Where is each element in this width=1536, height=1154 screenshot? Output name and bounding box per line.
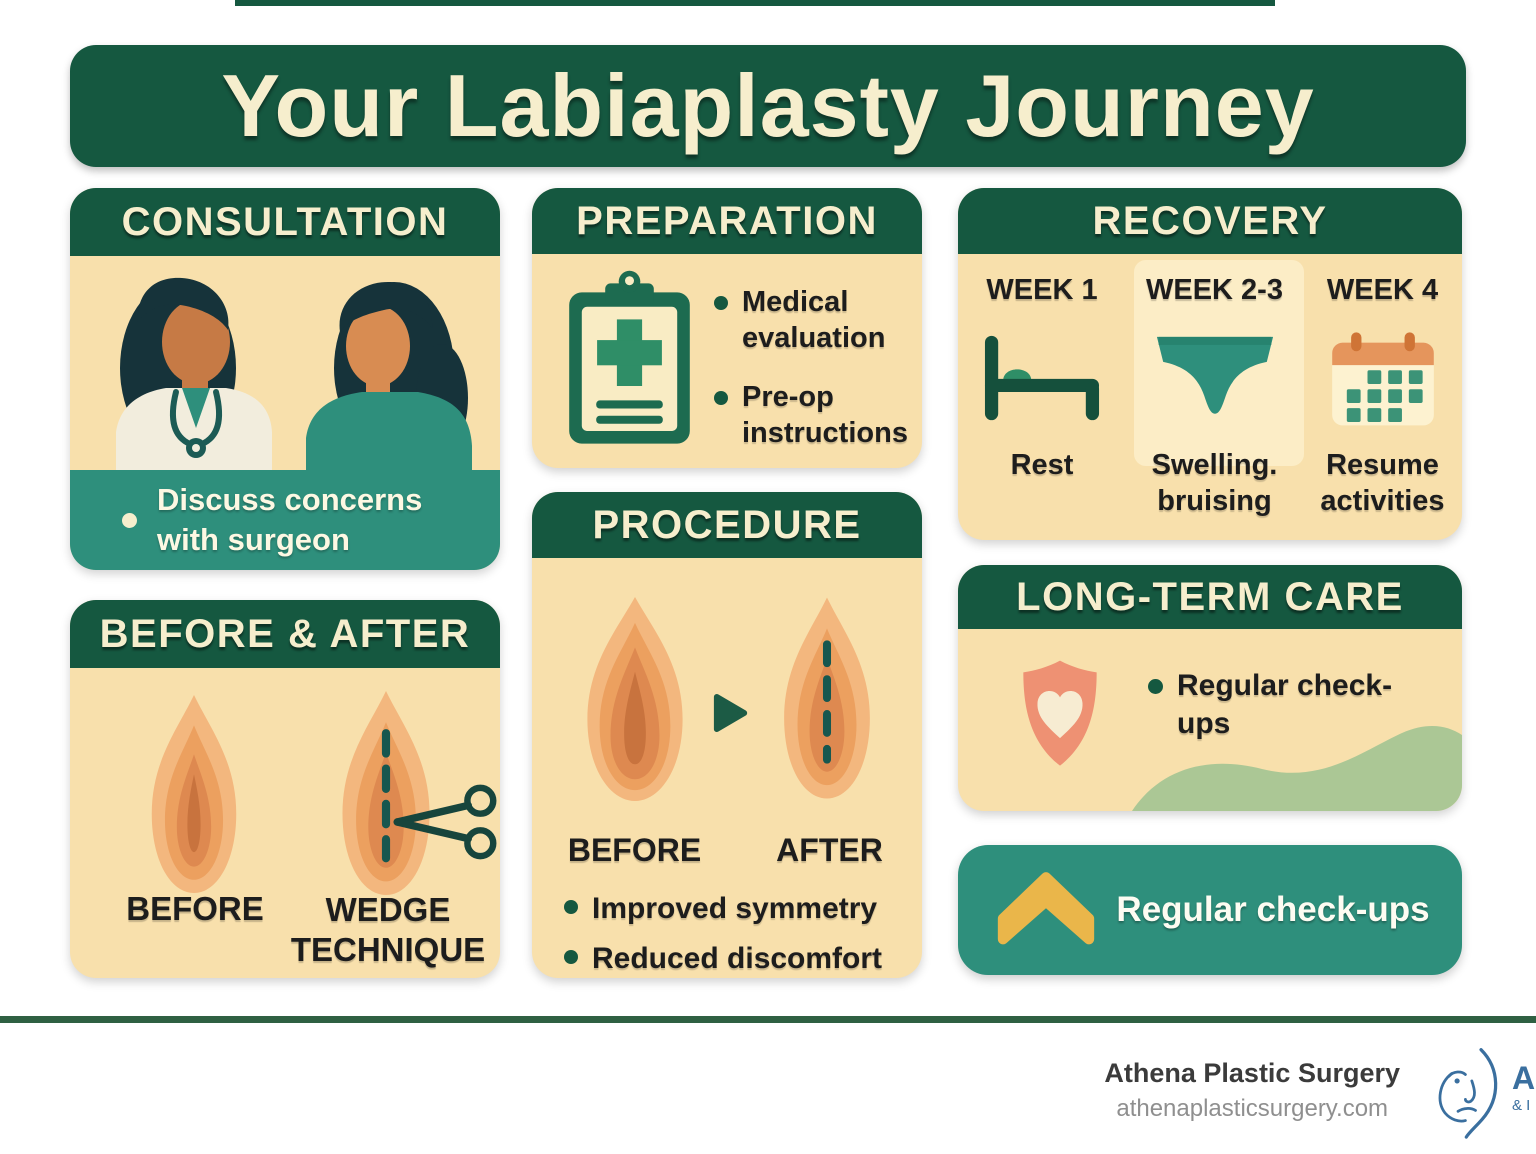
recovery-week4-column: WEEK 4 Resume activities xyxy=(1303,260,1462,540)
logo-letter-a: A xyxy=(1512,1060,1536,1096)
week1-caption: Rest xyxy=(1010,449,1074,481)
bullet-dot xyxy=(564,900,578,914)
logo-letters: A & I xyxy=(1512,1062,1535,1113)
recovery-header-label: RECOVERY xyxy=(1092,198,1328,243)
title-banner: Your Labiaplasty Journey xyxy=(70,45,1466,167)
procedure-header: PROCEDURE xyxy=(532,492,922,558)
preparation-panel: PREPARATION Medical evaluation Pre-op in… xyxy=(532,188,922,468)
calendar-icon xyxy=(1331,332,1434,426)
wave-decoration xyxy=(1132,726,1462,811)
week4-label: WEEK 4 xyxy=(1326,274,1439,306)
recovery-week2-3-column: WEEK 2-3 Swelling. bruising xyxy=(1126,260,1303,540)
bullet-dot xyxy=(714,390,728,405)
preparation-bullet-1: Medical evaluation xyxy=(742,286,886,355)
preparation-header: PREPARATION xyxy=(532,188,922,254)
long-term-bullet-item: Regular check-ups xyxy=(1148,667,1408,742)
week2-3-label: WEEK 2-3 xyxy=(1146,274,1283,306)
week4-caption: Resume activities xyxy=(1320,449,1445,518)
top-accent-strip xyxy=(235,0,1275,6)
before-after-header: BEFORE & AFTER xyxy=(70,600,500,668)
procedure-bullet-2: Reduced discomfort xyxy=(592,941,883,975)
before-label: BEFORE xyxy=(126,890,264,927)
recovery-week1-column: WEEK 1 Rest xyxy=(958,260,1126,540)
week2-3-icon-wrap xyxy=(1148,315,1282,441)
bullet-dot xyxy=(564,949,578,964)
recovery-columns: WEEK 1 Rest WEEK 2-3 xyxy=(958,260,1462,540)
list-item: Pre-op instructions xyxy=(714,379,914,452)
clipboard-icon xyxy=(569,270,690,444)
brand-logo: A & I xyxy=(1424,1044,1536,1140)
long-term-care-panel: LONG-TERM CARE Regular check-ups xyxy=(958,565,1462,811)
arrow-right-icon xyxy=(713,694,748,732)
long-term-header: LONG-TERM CARE xyxy=(958,565,1462,629)
consultation-note-band: Discuss concerns with surgeon xyxy=(70,470,500,570)
website-url[interactable]: athenaplasticsurgery.com xyxy=(1116,1095,1389,1122)
underwear-icon xyxy=(1156,336,1273,414)
procedure-header-label: PROCEDURE xyxy=(592,502,862,547)
scissors-icon xyxy=(393,784,497,860)
preparation-bullet-2: Pre-op instructions xyxy=(742,380,908,449)
long-term-header-label: LONG-TERM CARE xyxy=(1016,574,1404,619)
procedure-panel: PROCEDURE BEFORE AFTER Improved symmetry xyxy=(532,492,922,978)
anatomy-before-illustration xyxy=(151,695,237,893)
long-term-bullet: Regular check-ups xyxy=(1177,669,1393,740)
bullet-dot xyxy=(1148,679,1163,694)
list-item: Improved symmetry xyxy=(564,890,904,928)
preparation-bullets: Medical evaluation Pre-op instructions xyxy=(714,284,914,451)
consultation-header-label: CONSULTATION xyxy=(121,199,449,244)
footer-text-block: Athena Plastic Surgery athenaplasticsurg… xyxy=(1104,1058,1400,1123)
anatomy-wedge-illustration xyxy=(342,691,430,895)
procedure-after-illustration xyxy=(784,597,870,799)
consultation-bullet: Discuss concerns with surgeon xyxy=(157,481,423,557)
logo-subtext: & I xyxy=(1512,1097,1531,1114)
bed-icon xyxy=(984,335,1100,421)
week1-icon-wrap xyxy=(980,315,1104,441)
list-item: Reduced discomfort xyxy=(564,940,904,978)
procedure-before-label: BEFORE xyxy=(567,832,702,868)
doctor-patient-illustration xyxy=(116,277,472,470)
footer-divider xyxy=(0,1016,1536,1023)
page-title: Your Labiaplasty Journey xyxy=(221,56,1315,155)
shield-heart-icon xyxy=(1023,660,1097,766)
week4-icon-wrap xyxy=(1327,315,1439,441)
week2-3-caption: Swelling. bruising xyxy=(1151,449,1278,518)
procedure-before-illustration xyxy=(587,597,683,801)
list-item: Medical evaluation xyxy=(714,284,914,357)
bullet-dot xyxy=(122,512,137,528)
preparation-header-label: PREPARATION xyxy=(576,198,878,243)
bullet-dot xyxy=(714,296,728,310)
checkups-banner: Regular check-ups xyxy=(958,845,1462,975)
recovery-panel: RECOVERY WEEK 1 Rest WEEK 2-3 xyxy=(958,188,1462,540)
recovery-header: RECOVERY xyxy=(958,188,1462,254)
consultation-panel: CONSULTATION Discuss concerns with surge… xyxy=(70,188,500,570)
week1-label: WEEK 1 xyxy=(986,274,1098,306)
procedure-after-label: AFTER xyxy=(776,832,883,868)
company-name: Athena Plastic Surgery xyxy=(1104,1058,1400,1088)
before-after-panel: BEFORE & AFTER BEFORE WEDGE TECHNIQUE xyxy=(70,600,500,978)
chevron-up-icon xyxy=(997,872,1095,945)
before-after-header-label: BEFORE & AFTER xyxy=(99,611,471,656)
procedure-bullet-1: Improved symmetry xyxy=(592,892,878,925)
consultation-header: CONSULTATION xyxy=(70,188,500,256)
face-logo-icon xyxy=(1438,1048,1498,1139)
procedure-bullets: Improved symmetry Reduced discomfort xyxy=(564,890,904,977)
checkups-banner-label: Regular check-ups xyxy=(1116,890,1430,929)
wedge-technique-label: WEDGE TECHNIQUE xyxy=(290,891,486,969)
